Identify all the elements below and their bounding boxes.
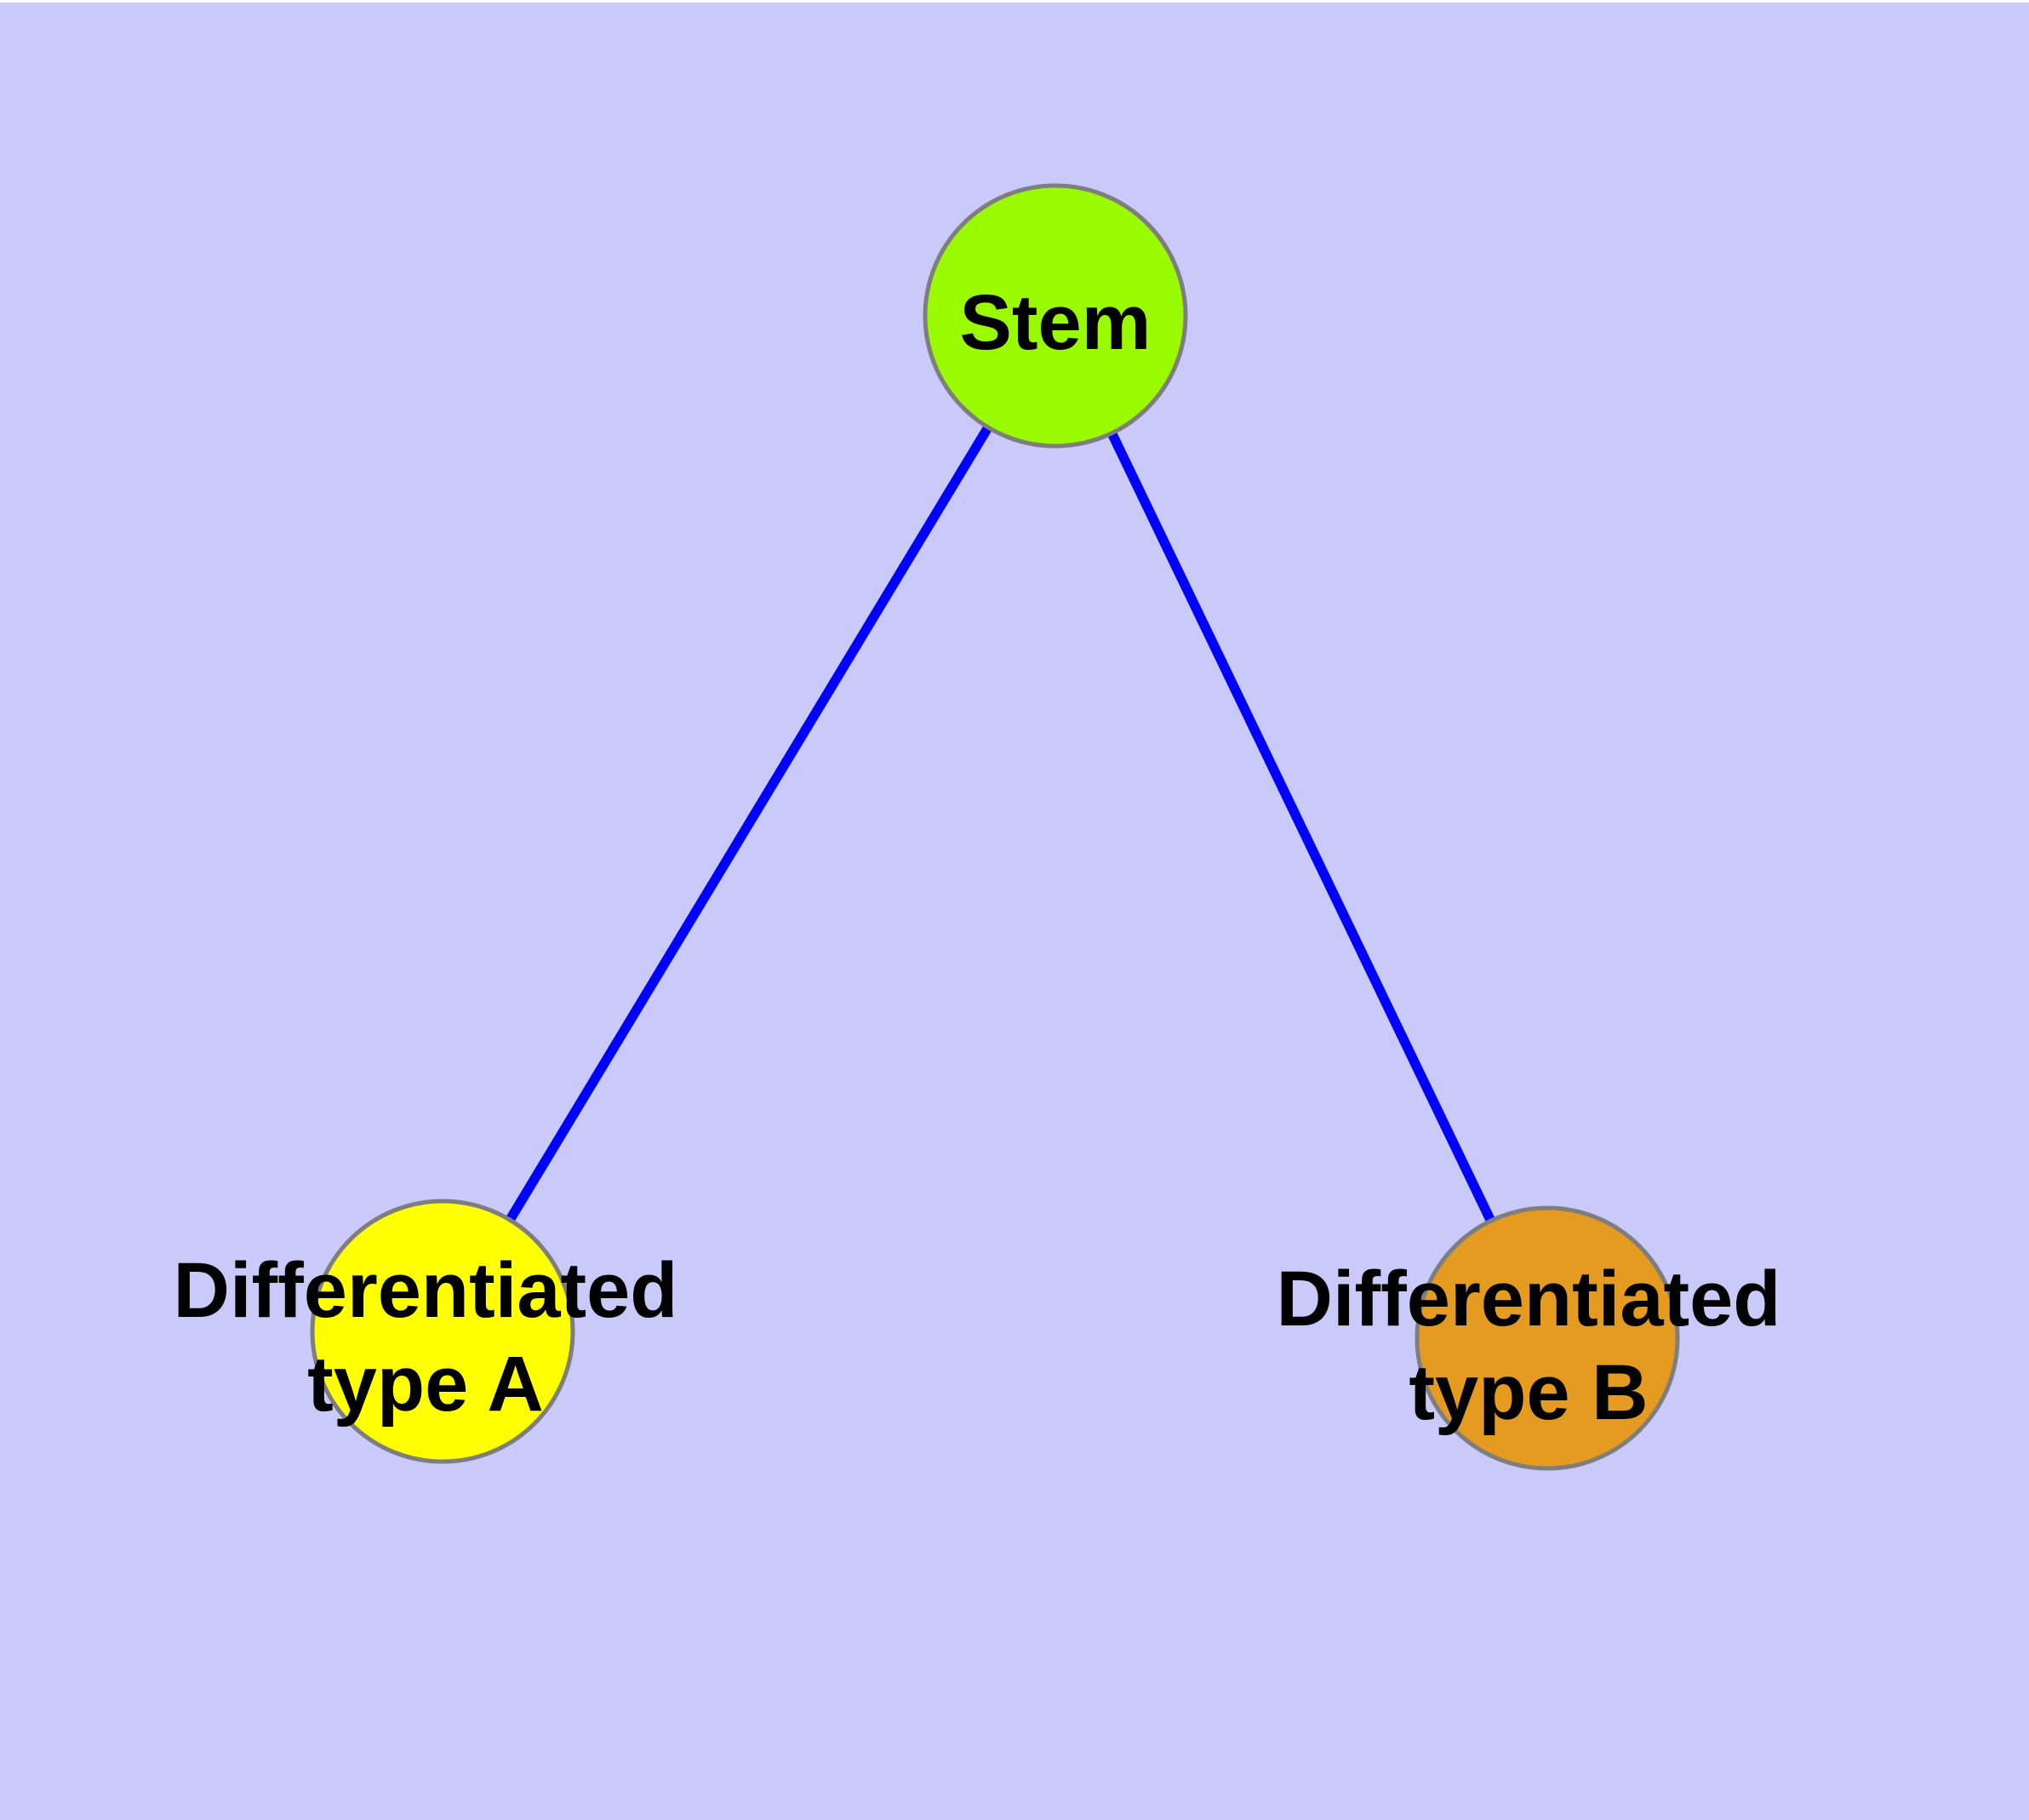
- type-b-node: [1415, 1205, 1680, 1471]
- edge-stem-to-type-b: [1050, 313, 1552, 1341]
- type-a-node: [310, 1199, 575, 1464]
- type-a-node-label-line2: type A: [307, 1341, 544, 1428]
- window-top-strip: [0, 0, 2029, 3]
- stem-node-label: Stem: [960, 279, 1152, 366]
- stem-node: [923, 183, 1188, 449]
- type-a-node-label-line1: Differentiated: [174, 1247, 678, 1334]
- type-b-node-label-line2: type B: [1409, 1349, 1648, 1436]
- edge-stem-to-type-a: [438, 313, 1060, 1334]
- type-b-node-label-line1: Differentiated: [1277, 1256, 1781, 1342]
